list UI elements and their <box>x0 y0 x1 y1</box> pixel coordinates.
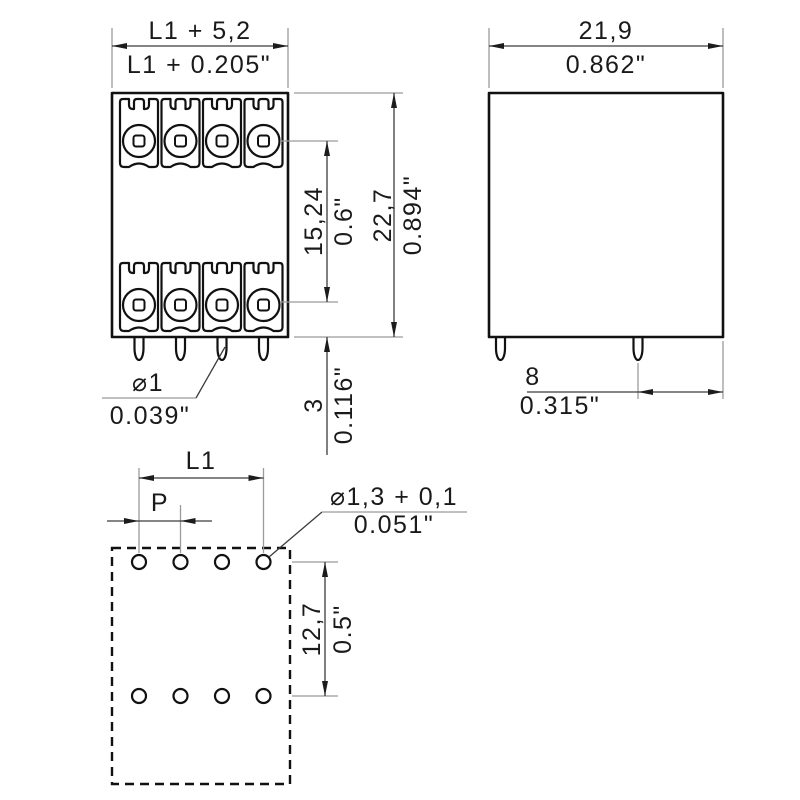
arrowhead <box>391 322 397 337</box>
diameter-text-inch: 0.051" <box>354 511 434 539</box>
arrowhead <box>180 518 196 524</box>
front-housing-outline <box>110 91 290 339</box>
solder-pin <box>133 335 145 362</box>
dimension-text-mm: L1 + 5,2 <box>148 17 251 45</box>
arrowhead <box>248 475 264 481</box>
dimension-text-mm: 21,9 <box>579 17 634 45</box>
dimension-text-inch: 0.894" <box>399 175 427 255</box>
drill-pitch-dimension: P <box>107 489 212 553</box>
pin-diameter-label: ⌀1 0.039" <box>102 346 226 430</box>
mounting-hole <box>130 687 148 705</box>
mounting-hole <box>213 553 231 571</box>
dimension-text-mm: 12,7 <box>298 602 326 657</box>
mounting-hole <box>213 687 231 705</box>
mounting-hole <box>172 553 189 571</box>
leader-line <box>268 511 323 558</box>
arrowhead <box>124 518 139 524</box>
arrowhead <box>322 562 328 577</box>
arrowhead <box>638 389 653 395</box>
mounting-hole <box>172 687 189 705</box>
dimension-text-inch: 0.6" <box>330 196 358 246</box>
arrowhead <box>708 389 723 395</box>
solder-pin <box>494 335 507 362</box>
screw <box>204 123 240 159</box>
drill-outline-dashed <box>110 546 292 786</box>
dimension-text: P <box>151 489 169 517</box>
screw <box>204 287 240 323</box>
arrowhead <box>139 475 154 481</box>
dimension-text-inch: 0.315" <box>520 392 600 420</box>
solder-pin <box>174 335 187 362</box>
arrowhead <box>322 681 328 696</box>
screw <box>121 287 157 323</box>
dimension-text-mm: 8 <box>525 363 540 391</box>
dimension-text-mm: 3 <box>300 397 328 412</box>
hole-diameter-label: ⌀1,3 + 0,1 0.051" <box>268 483 467 558</box>
mounting-hole <box>255 687 272 705</box>
mounting-hole <box>130 553 148 571</box>
front-height-dimension: 22,7 0.894" <box>294 92 427 338</box>
solder-pin <box>257 335 270 362</box>
dimension-text-inch: L1 + 0.205" <box>127 51 271 79</box>
side-housing-outline <box>487 91 725 339</box>
screw <box>121 123 157 159</box>
drill-length-dimension: L1 <box>138 447 265 553</box>
arrowhead <box>324 287 330 302</box>
dimension-text-mm: 22,7 <box>369 188 397 243</box>
arrowhead <box>273 43 288 49</box>
dimension-text-inch: 0.5" <box>329 604 357 654</box>
solder-pin <box>632 335 644 362</box>
leader-line <box>195 346 226 399</box>
dimension-text-inch: 0.862" <box>566 51 646 79</box>
arrowhead <box>324 337 330 352</box>
diameter-text-mm: ⌀1 <box>132 369 164 397</box>
diameter-text-inch: 0.039" <box>110 402 190 430</box>
front-width-dimension: L1 + 5,2 L1 + 0.205" <box>111 17 289 88</box>
mounting-hole <box>255 553 272 571</box>
side-view <box>487 91 725 362</box>
arrowhead <box>112 43 127 49</box>
side-width-dimension: 21,9 0.862" <box>488 17 724 88</box>
arrowhead <box>324 141 330 156</box>
arrowhead <box>708 43 723 49</box>
drill-row-pitch-dimension: 12,7 0.5" <box>292 561 357 697</box>
screw <box>163 123 198 159</box>
screw <box>246 287 281 323</box>
pin-length-dimension: 3 0.116" <box>300 337 358 455</box>
arrowhead <box>391 93 397 108</box>
dimension-text: L1 <box>186 447 217 475</box>
pin-to-edge-dimension: 8 0.315" <box>520 341 724 420</box>
dimension-text-mm: 15,24 <box>300 186 328 256</box>
front-view <box>110 91 290 362</box>
diameter-text-mm: ⌀1,3 + 0,1 <box>330 483 458 511</box>
arrowhead <box>489 43 504 49</box>
front-row-pitch-dimension: 15,24 0.6" <box>280 140 358 303</box>
dimension-text-inch: 0.116" <box>330 366 358 445</box>
drilling-plan <box>110 546 292 786</box>
screw <box>246 123 281 159</box>
screw <box>163 287 198 323</box>
